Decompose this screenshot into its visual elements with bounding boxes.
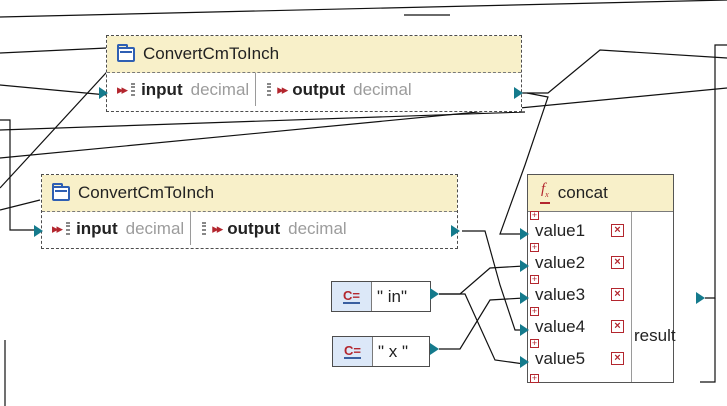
add-parameter-icon[interactable]: + [530,373,539,383]
component-header[interactable]: ConvertCmToInch [42,175,457,212]
input-name: input [76,218,118,238]
input-port-connector[interactable] [34,225,43,237]
constant-in[interactable]: C= " in" [331,281,431,312]
add-parameter-icon[interactable]: + [530,242,539,252]
output-type: decimal [353,79,412,99]
function-output-label: result [634,326,676,345]
param-bars-icon [66,222,71,235]
remove-parameter-icon[interactable]: × [611,224,624,237]
remove-parameter-icon[interactable]: × [611,320,624,333]
value2-port[interactable] [520,260,529,272]
output-name: output [227,218,281,238]
output-type: decimal [288,218,347,238]
output-arrow-icon: ▸▸ [212,220,223,236]
param-bars-icon [202,222,207,235]
input-port-connector[interactable] [99,87,108,99]
component-title: ConvertCmToInch [143,44,280,63]
input-name: input [141,79,183,99]
convert-cm-to-inch-component-1[interactable]: ConvertCmToInch ▸▸ input decimal ▸▸ outp… [106,35,522,112]
value3-port[interactable] [520,292,529,304]
add-parameter-icon[interactable]: + [530,338,539,348]
output-port-connector[interactable] [451,225,460,237]
value1-port[interactable] [520,228,529,240]
function-input-label: value3 [535,285,586,304]
value4-port[interactable] [520,324,529,336]
output-arrow-icon: ▸▸ [277,81,288,97]
remove-parameter-icon[interactable]: × [611,352,624,365]
component-title: ConvertCmToInch [78,183,215,202]
param-bars-icon [131,83,136,96]
param-bars-icon [267,83,272,96]
component-header[interactable]: ConvertCmToInch [107,36,521,73]
function-input-value4[interactable]: + value4 × [528,306,631,343]
input-param[interactable]: ▸▸ input decimal [107,73,257,106]
function-icon: fx [540,182,550,204]
value5-port[interactable] [520,356,529,368]
folder-icon [52,182,70,201]
function-title: concat [557,183,608,202]
constant-value[interactable]: " x " [378,341,409,361]
constant-output-port[interactable] [430,288,439,300]
function-divider [631,212,632,382]
function-input-value5[interactable]: + value5 × [528,338,631,375]
input-arrow-icon: ▸▸ [117,81,128,97]
function-input-label: value4 [535,317,586,336]
remove-parameter-icon[interactable]: × [611,256,624,269]
output-port-connector[interactable] [514,87,523,99]
input-arrow-icon: ▸▸ [52,220,63,236]
constant-icon: C= [333,337,373,366]
input-type: decimal [125,218,185,238]
function-input-label: value5 [535,349,586,368]
output-param[interactable]: ▸▸ output decimal [256,73,412,106]
constant-x[interactable]: C= " x " [332,336,430,367]
component-params: ▸▸ input decimal ▸▸ output decimal [107,73,521,106]
constant-output-port[interactable] [430,343,439,355]
remove-parameter-icon[interactable]: × [611,288,624,301]
constant-icon: C= [332,282,372,311]
add-parameter-icon[interactable]: + [530,306,539,316]
function-input-label: value1 [535,221,586,240]
function-header[interactable]: fx concat [528,175,673,212]
output-name: output [292,79,346,99]
folder-icon [117,43,135,62]
result-port[interactable] [696,292,705,304]
add-parameter-icon[interactable]: + [530,210,539,220]
function-input-value2[interactable]: + value2 × [528,242,631,279]
convert-cm-to-inch-component-2[interactable]: ConvertCmToInch ▸▸ input decimal ▸▸ outp… [41,174,458,249]
function-input-label: value2 [535,253,586,272]
constant-value[interactable]: " in" [377,286,408,306]
input-type: decimal [190,79,250,99]
function-input-value3[interactable]: + value3 × [528,274,631,311]
concat-function[interactable]: fx concat + value1 × + value2 × + value3… [527,174,676,383]
output-param[interactable]: ▸▸ output decimal [191,212,347,245]
function-body: + value1 × + value2 × + value3 × + value… [528,210,676,383]
function-input-value1[interactable]: + value1 × [528,210,631,247]
component-params: ▸▸ input decimal ▸▸ output decimal [42,212,457,245]
input-param[interactable]: ▸▸ input decimal [42,212,192,245]
add-parameter-icon[interactable]: + [530,274,539,284]
